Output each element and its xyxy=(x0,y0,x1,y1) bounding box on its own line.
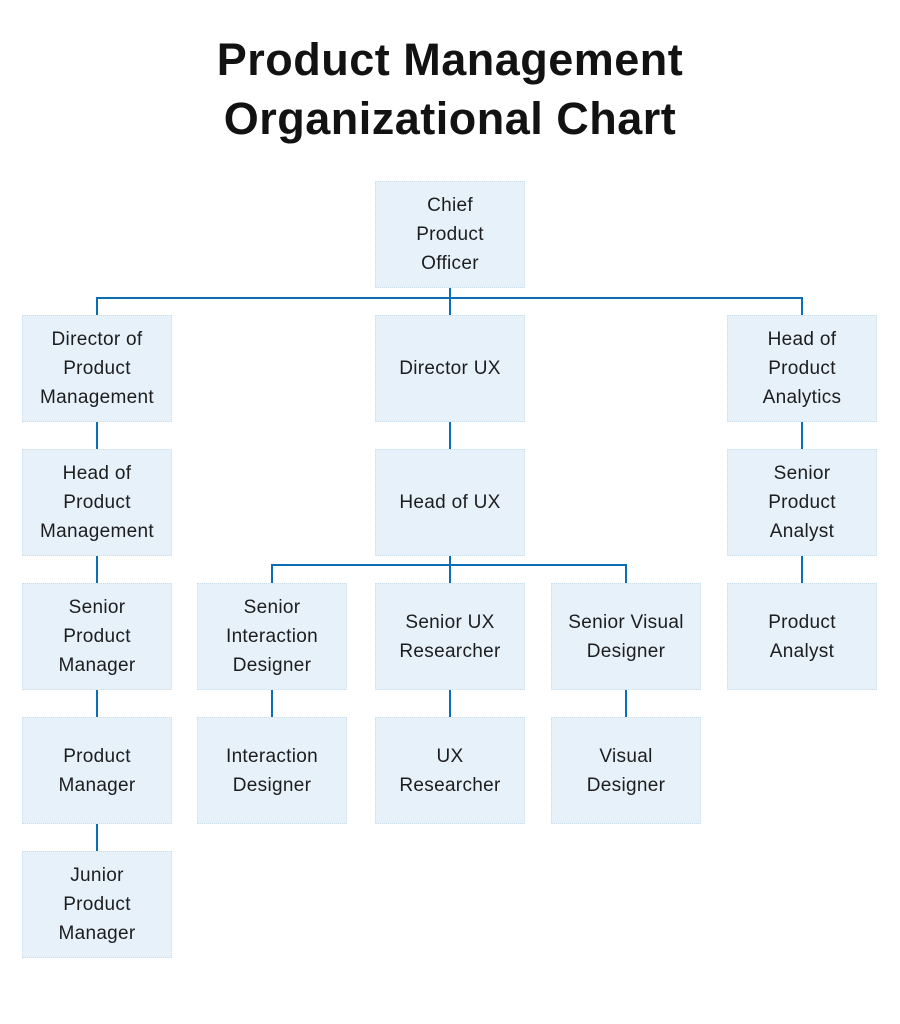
org-node-senior-product-analyst: Senior Product Analyst xyxy=(727,449,877,556)
org-node-label: Director UX xyxy=(399,358,501,379)
org-node-label: Junior Product Manager xyxy=(58,865,136,944)
org-node-label: Head of UX xyxy=(399,492,501,513)
org-node-label: Director of Product Management xyxy=(40,329,154,408)
org-node-product-analyst: Product Analyst xyxy=(727,583,877,690)
org-node-senior-ux-researcher: Senior UX Researcher xyxy=(375,583,525,690)
org-node-director-of-product-management: Director of Product Management xyxy=(22,315,172,422)
org-node-interaction-designer: Interaction Designer xyxy=(197,717,347,824)
org-node-label: Head of Product Analytics xyxy=(762,329,842,408)
org-node-junior-product-manager: Junior Product Manager xyxy=(22,851,172,958)
org-node-label: UX Researcher xyxy=(399,745,501,796)
org-node-senior-interaction-designer: Senior Interaction Designer xyxy=(197,583,347,690)
org-node-senior-visual-designer: Senior Visual Designer xyxy=(551,583,701,690)
org-node-label: Senior Product Analyst xyxy=(768,463,836,542)
org-node-label: Senior UX Researcher xyxy=(399,611,501,662)
org-node-label: Chief Product Officer xyxy=(416,195,484,274)
org-node-visual-designer: Visual Designer xyxy=(551,717,701,824)
org-node-ux-researcher: UX Researcher xyxy=(375,717,525,824)
org-node-senior-product-manager: Senior Product Manager xyxy=(22,583,172,690)
org-node-label: Senior Interaction Designer xyxy=(225,597,319,676)
org-node-product-manager: Product Manager xyxy=(22,717,172,824)
org-node-head-of-ux: Head of UX xyxy=(375,449,525,556)
org-node-label: Product Manager xyxy=(58,745,136,796)
org-node-chief-product-officer: Chief Product Officer xyxy=(375,181,525,288)
org-node-label: Head of Product Management xyxy=(40,463,154,542)
org-node-label: Product Analyst xyxy=(768,611,836,662)
org-node-label: Senior Visual Designer xyxy=(568,611,684,662)
org-node-head-of-product-analytics: Head of Product Analytics xyxy=(727,315,877,422)
org-node-label: Senior Product Manager xyxy=(58,597,136,676)
org-node-head-of-product-management: Head of Product Management xyxy=(22,449,172,556)
org-node-label: Visual Designer xyxy=(586,745,666,796)
org-node-label: Interaction Designer xyxy=(225,745,319,796)
org-node-director-ux: Director UX xyxy=(375,315,525,422)
chart-title: Product Management Organizational Chart xyxy=(216,34,684,144)
